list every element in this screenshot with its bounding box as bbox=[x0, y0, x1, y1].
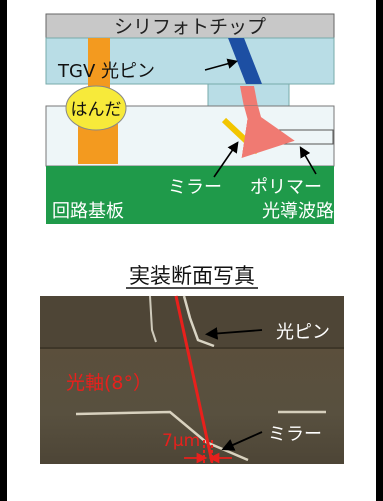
solder-bump bbox=[65, 85, 127, 131]
circuit-substrate bbox=[46, 166, 334, 224]
photo-pin-left-wall bbox=[149, 295, 157, 343]
tgv-label: TGV 光ピン bbox=[57, 61, 155, 82]
photo-optical-axis-label: 光軸(8°） bbox=[66, 372, 152, 394]
photo-mirror-arrow bbox=[221, 431, 263, 451]
substrate-label: 回路基板 bbox=[52, 201, 124, 222]
solder-pillar bbox=[78, 124, 118, 164]
waveguide-label: 光導波路 bbox=[262, 201, 334, 222]
light-pin bbox=[228, 38, 262, 84]
mirror-label: ミラー bbox=[168, 177, 222, 198]
tgv-pillar bbox=[88, 38, 110, 88]
mirror-arrow bbox=[213, 141, 239, 178]
solder-label: はんだ bbox=[71, 100, 122, 120]
photo-light-pin-arrow bbox=[204, 327, 263, 340]
photo-pin-right-wall bbox=[182, 295, 215, 348]
photo-mirror-label: ミラー bbox=[268, 424, 322, 445]
photo-title: 実装断面写真 bbox=[129, 264, 255, 288]
photo-mirror-surface bbox=[75, 410, 249, 462]
schematic-diagram: シリフォトチップ TGV 光ピン bbox=[45, 13, 335, 224]
cross-section-photo: 光ピン 光軸(8°） ミラー 7μm bbox=[40, 295, 344, 464]
light-beam-horizontal-front bbox=[241, 108, 295, 159]
photo-offset-label: 7μm bbox=[162, 431, 200, 451]
photo-light-pin-label: 光ピン bbox=[276, 322, 330, 343]
waveguide-arrow bbox=[299, 146, 317, 175]
waveguide-core bbox=[269, 129, 334, 145]
tgv-arrow bbox=[204, 58, 239, 71]
right-border bbox=[376, 0, 383, 501]
photonic-chip bbox=[45, 13, 335, 39]
photo-optical-axis bbox=[174, 295, 214, 463]
left-border bbox=[0, 0, 7, 501]
chip-label: シリフォトチップ bbox=[114, 16, 266, 38]
polymer-label: ポリマー bbox=[250, 177, 322, 198]
